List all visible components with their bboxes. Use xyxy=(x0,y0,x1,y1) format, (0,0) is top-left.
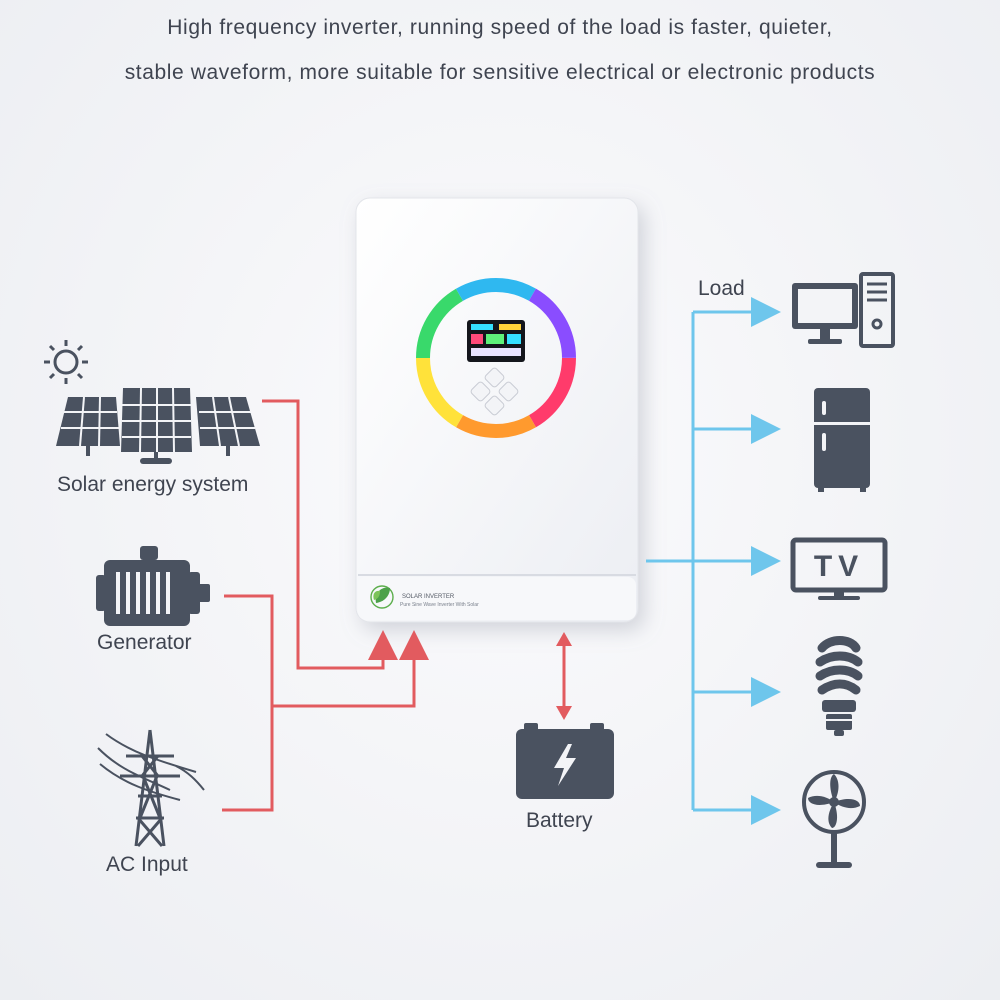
solar-panel-icon xyxy=(56,387,260,464)
power-tower-icon xyxy=(97,729,205,847)
inverter-label-title: SOLAR INVERTER xyxy=(402,594,455,600)
rainbow-ring xyxy=(416,278,576,438)
sun-icon xyxy=(44,340,88,384)
input-lines xyxy=(222,399,566,812)
tv-icon: TV xyxy=(790,537,888,600)
generator-icon xyxy=(96,546,210,626)
headline-line-2: stable waveform, more suitable for sensi… xyxy=(124,61,876,84)
generator-label: Generator xyxy=(97,631,192,654)
load-lines xyxy=(646,297,781,825)
battery-arrow xyxy=(556,632,572,720)
computer-icon xyxy=(792,272,895,348)
electric-fan-icon xyxy=(802,770,866,868)
lcd-display xyxy=(467,320,525,362)
tv-text: TV xyxy=(814,550,864,583)
solar-energy-label: Solar energy system xyxy=(57,473,249,496)
ac-input-label: AC Input xyxy=(106,853,188,876)
light-bulb-icon xyxy=(815,636,863,736)
load-label: Load xyxy=(698,277,745,300)
inverter-label-subtitle: Pure Sine Wave Inverter With Solar xyxy=(400,602,479,608)
refrigerator-icon xyxy=(814,388,870,492)
battery-icon xyxy=(516,723,614,799)
inverter-unit: SOLAR INVERTER Pure Sine Wave Inverter W… xyxy=(355,197,639,623)
headline-line-1: High frequency inverter, running speed o… xyxy=(167,16,833,39)
leaf-logo-icon xyxy=(370,585,394,609)
control-buttons xyxy=(470,367,519,416)
battery-label: Battery xyxy=(526,809,593,832)
